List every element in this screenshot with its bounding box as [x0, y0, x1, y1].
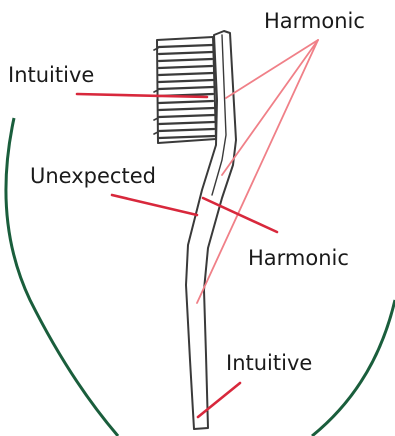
leader-intuitive-bottom [198, 383, 240, 417]
label-unexpected: Unexpected [30, 164, 156, 188]
leader-unexpected [112, 195, 197, 215]
leader-harmonic-top-2 [222, 40, 318, 175]
label-harmonic-top: Harmonic [264, 9, 365, 33]
label-intuitive-bottom: Intuitive [226, 351, 312, 375]
green-outline-right [312, 300, 395, 436]
label-harmonic-mid: Harmonic [248, 246, 349, 270]
toothbrush-sketch [154, 31, 236, 429]
label-intuitive-top: Intuitive [8, 63, 94, 87]
